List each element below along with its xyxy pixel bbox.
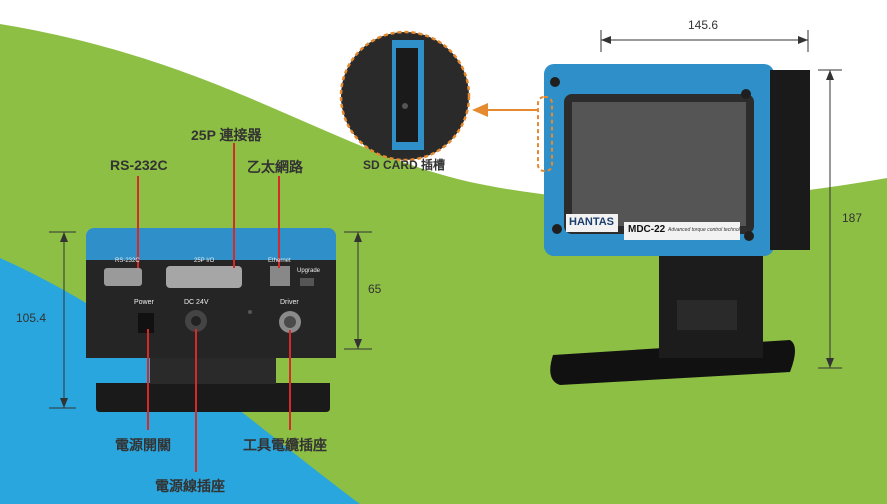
- ethernet-port-label: Ethernet: [268, 258, 291, 264]
- dimension-lines: [49, 30, 842, 409]
- tool-cable-socket-callout: 工具電纜插座: [243, 437, 327, 453]
- side-height-dimension: 187: [842, 211, 863, 225]
- power-label: Power: [134, 299, 154, 306]
- ethernet-callout: 乙太網路: [247, 159, 303, 175]
- connector-25p-callout: 25P 連接器: [191, 127, 262, 143]
- driver-label: Driver: [280, 299, 299, 306]
- power-switch-callout: 電源開關: [115, 437, 171, 453]
- side-device: [544, 64, 810, 385]
- upgrade-switch-label: Upgrade: [297, 268, 321, 274]
- model-label: MDC-22: [628, 224, 666, 235]
- rs232c-callout: RS-232C: [110, 157, 168, 173]
- front-body-height-dimension: 65: [368, 282, 382, 296]
- tagline-label: Advanced torque control technology: [668, 227, 748, 233]
- brand-logo: HANTAS: [569, 216, 615, 228]
- front-device: [86, 228, 336, 412]
- side-width-dimension: 145.6: [688, 18, 719, 32]
- front-height-dimension: 105.4: [16, 311, 47, 325]
- callout-lines: [137, 143, 291, 472]
- sd-card-zoom: [339, 30, 553, 172]
- dc24v-label: DC 24V: [184, 299, 209, 306]
- 25p-io-port-label: 25P I/O: [194, 258, 215, 264]
- rs232c-port-label: RS-232C: [115, 258, 140, 264]
- sd-card-slot-callout: SD CARD 插槽: [363, 158, 446, 172]
- power-cable-socket-callout: 電源線插座: [155, 478, 225, 494]
